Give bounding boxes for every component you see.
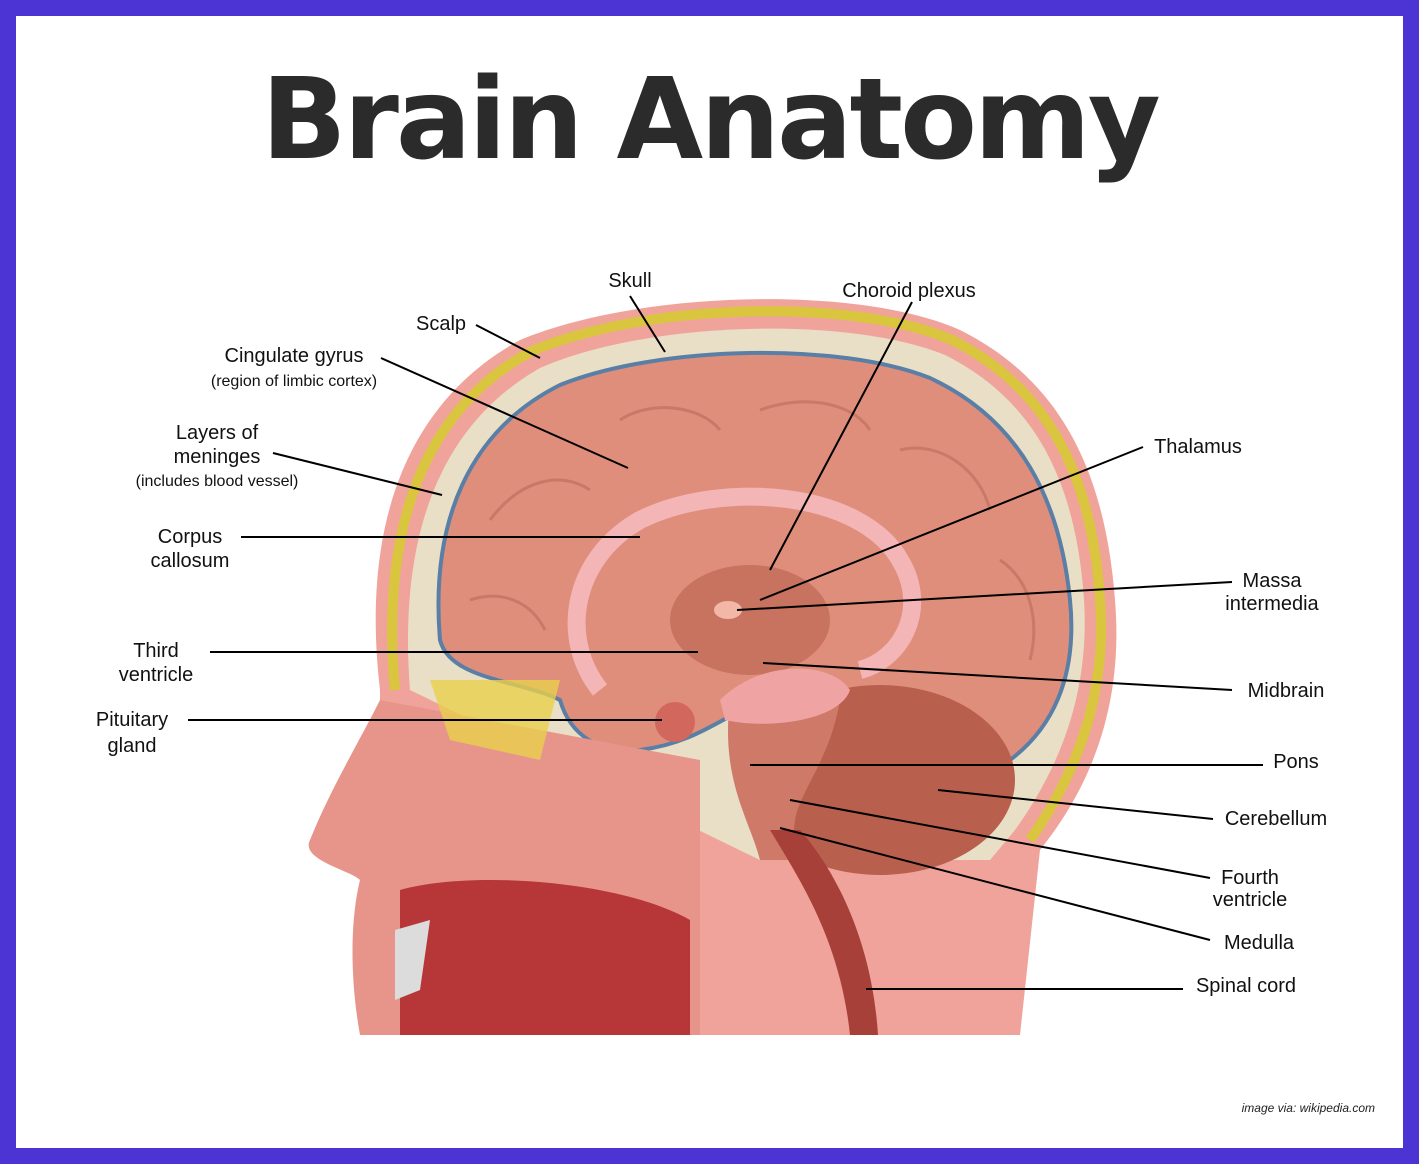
label-thalamus: Thalamus xyxy=(1154,436,1242,458)
fat-layer xyxy=(387,306,1107,843)
gyri-lines xyxy=(469,400,1036,661)
leader-skull xyxy=(629,295,666,353)
label-choroid-plexus: Choroid plexus xyxy=(842,280,975,302)
corpus-callosum xyxy=(567,487,922,696)
leader-thalamus xyxy=(759,446,1144,601)
thalamus-shape xyxy=(670,565,830,675)
page-title: Brain Anatomy xyxy=(261,55,1160,185)
massa-intermedia-shape xyxy=(714,601,742,619)
label-pituitary-line2: gland xyxy=(108,735,157,757)
leader-cingulate xyxy=(380,357,629,469)
leader-midbrain xyxy=(762,662,1233,691)
label-massa-line2: intermedia xyxy=(1225,593,1319,615)
pituitary-shape xyxy=(655,702,695,742)
spinal-cord-shape xyxy=(770,830,878,1035)
leader-choroid xyxy=(769,301,913,571)
label-medulla: Medulla xyxy=(1224,932,1295,954)
label-cingulate-gyrus: Cingulate gyrus xyxy=(225,345,364,367)
leader-scalp xyxy=(475,324,541,359)
label-spinal-cord: Spinal cord xyxy=(1196,975,1296,997)
label-meninges-line1: Layers of xyxy=(176,422,259,444)
label-corpus-line1: Corpus xyxy=(158,526,222,548)
image-credit: image via: wikipedia.com xyxy=(1241,1101,1375,1115)
leader-massa xyxy=(736,581,1233,611)
label-massa-line1: Massa xyxy=(1243,570,1303,592)
label-scalp: Scalp xyxy=(416,313,466,335)
leader-medulla xyxy=(779,827,1211,941)
leader-fourth xyxy=(789,799,1211,879)
label-pons: Pons xyxy=(1273,751,1319,773)
label-corpus-line2: callosum xyxy=(151,550,230,572)
label-cerebellum: Cerebellum xyxy=(1225,808,1327,830)
label-third-line2: ventricle xyxy=(119,664,193,686)
label-meninges-line2: meninges xyxy=(174,446,261,468)
label-pituitary-line1: Pituitary xyxy=(96,709,168,731)
labels: Skull Scalp Choroid plexus Cingulate gyr… xyxy=(96,270,1327,997)
midbrain-shape xyxy=(720,668,850,724)
label-midbrain: Midbrain xyxy=(1248,680,1325,702)
label-meninges-sub: (includes blood vessel) xyxy=(136,473,299,490)
mouth xyxy=(400,880,690,1035)
label-fourth-line2: ventricle xyxy=(1213,889,1287,911)
teeth xyxy=(395,920,430,1000)
label-fourth-line1: Fourth xyxy=(1221,867,1279,889)
label-skull: Skull xyxy=(608,270,651,292)
label-cingulate-gyrus-sub: (region of limbic cortex) xyxy=(211,373,377,390)
leader-lines xyxy=(188,295,1263,990)
head-illustration xyxy=(308,299,1117,1035)
leader-meninges xyxy=(272,452,443,496)
leader-cerebellum xyxy=(937,789,1214,820)
label-third-line1: Third xyxy=(133,640,179,662)
